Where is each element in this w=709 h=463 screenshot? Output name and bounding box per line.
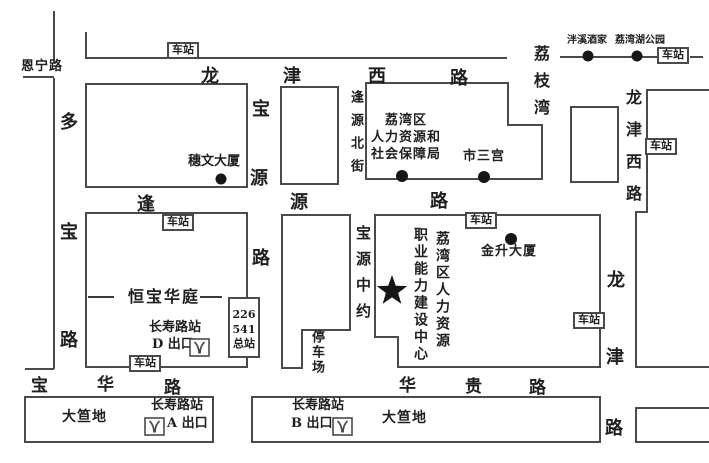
metro-logo-icon [189,338,210,357]
road-baoyuan-char: 源 [250,168,268,189]
liwanhu-park-dot-marker [631,50,643,62]
city-block [635,407,709,443]
road-longjin-right-char: 龙 [607,270,625,291]
bus-stop-box: 车站 [573,312,605,329]
bus-stop-box: 车站 [465,212,497,229]
destination-star-marker [376,275,408,304]
suiwen-building-dot-marker [215,173,227,185]
road-lizhiwan-label: 荔枝湾 [531,45,550,126]
dadadi-label: 大笪地 [382,410,427,426]
road-huagui-char: 华 [399,376,416,396]
terminus-label: 总站 [233,337,255,350]
metro-logo-icon [332,417,353,436]
road-huagui-char: 贵 [465,377,482,397]
road-enning-label: 恩宁路 [21,59,64,74]
road-baohua-char: 华 [97,375,114,395]
liwanhu-park-label: 荔湾湖公园 [615,35,665,46]
road-duobao-char: 宝 [60,222,78,243]
shisangong-dot-marker [478,171,490,183]
road-fengyuanbei-label: 逢源北街 [348,90,363,182]
dadadi-label: 大笪地 [62,409,107,425]
road-longjinxi-right-label: 龙津西路 [623,89,642,217]
road-longjin-right-char: 津 [606,347,624,368]
hengbao-estate-label: 恒宝华庭 [128,287,201,306]
city-block [24,396,214,443]
suiwen-building-label: 穗文大厦 [188,154,241,169]
bus-stop-box: 车站 [167,42,199,59]
road-longjinxi-char: 津 [283,66,301,87]
hengbao-left-dash [88,296,114,298]
bus-terminus-box: 226 541 总站 [228,297,260,358]
bus-stop-box: 车站 [129,355,161,372]
changshou-station-label: 长寿路站 [292,398,345,413]
jinsheng-building-dot-marker [505,233,517,245]
panxi-restaurant-dot-marker [582,50,594,62]
road-baoyuan-char: 路 [252,248,270,269]
parking-lot-label: 停车场 [309,330,324,375]
city-block [85,83,248,188]
road-fengyuan-char: 路 [430,191,448,212]
bus-stop-box: 车站 [657,47,689,64]
exit-a-label: A 出口 [167,416,208,431]
jinsheng-building-label: 金升大厦 [481,244,538,259]
road-huagui-char: 路 [529,378,546,398]
city-block-hengbao [85,212,248,368]
bus-stop-box: 车站 [162,214,194,231]
road-longjinxi-char: 西 [368,66,386,87]
road-longjinxi-char: 龙 [201,66,219,87]
bureau-label-line3: 社会保障局 [370,147,441,162]
city-block-bureau [365,82,543,180]
road-duobao-char: 路 [60,330,78,351]
bus-route-541: 541 [232,322,256,336]
city-block-center [374,214,601,368]
exit-d-label: D 出口 [152,337,194,352]
bureau-label-line2: 人力资源和 [370,130,441,145]
bureau-dot-marker [396,170,408,182]
hengbao-right-dash [200,296,222,298]
road-baohua-char: 宝 [31,376,48,396]
city-block [570,106,619,183]
road-edge-line [85,32,168,59]
center-name-column-right: 荔湾区人力资源 [434,231,450,350]
road-duobao-char: 多 [60,112,78,133]
bus-route-226: 226 [232,308,256,321]
road-baoyuan-char: 宝 [252,99,270,120]
changshou-station-label: 长寿路站 [149,320,202,335]
center-name-column-left: 职业能力建设中心 [412,227,428,363]
shisangong-label: 市三宫 [463,149,506,164]
city-block [281,214,351,369]
road-longjin-right-char: 路 [605,418,623,439]
bus-stop-box: 车站 [645,138,677,155]
panxi-restaurant-label: 泮溪酒家 [567,35,607,46]
bureau-label: 荔湾区 人力资源和 社会保障局 [362,112,450,163]
bureau-label-line1: 荔湾区 [384,113,427,128]
road-fengyuan-char: 源 [290,192,308,213]
exit-b-label: B 出口 [291,416,333,431]
road-baohua-char: 路 [164,378,181,398]
metro-logo-icon [144,417,165,436]
city-block [635,89,709,368]
road-baoyuan-zhongyue-label: 宝源中约 [354,225,372,329]
road-fengyuan-char: 逢 [137,194,155,215]
road-longjinxi-char: 路 [450,68,468,89]
changshou-station-label: 长寿路站 [151,398,204,413]
city-block [280,86,339,185]
